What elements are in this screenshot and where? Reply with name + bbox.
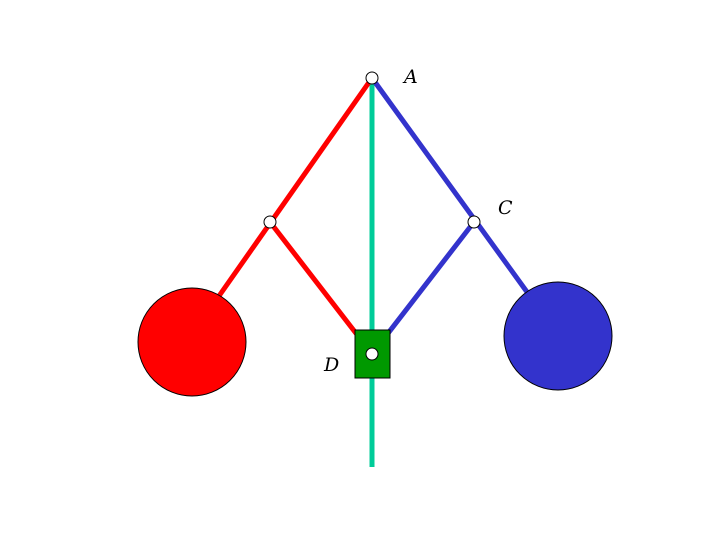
- joint-c: [467, 215, 481, 229]
- label-d: D: [323, 354, 339, 376]
- left-upper-arm: [216, 75, 375, 299]
- left-ball: [137, 287, 247, 397]
- joint-a: [365, 71, 379, 85]
- joint-left-middle: [263, 215, 277, 229]
- label-a: A: [402, 66, 418, 88]
- right-ball: [503, 281, 613, 391]
- joint-d: [365, 347, 379, 361]
- label-c: C: [498, 197, 513, 219]
- right-upper-arm: [369, 75, 530, 295]
